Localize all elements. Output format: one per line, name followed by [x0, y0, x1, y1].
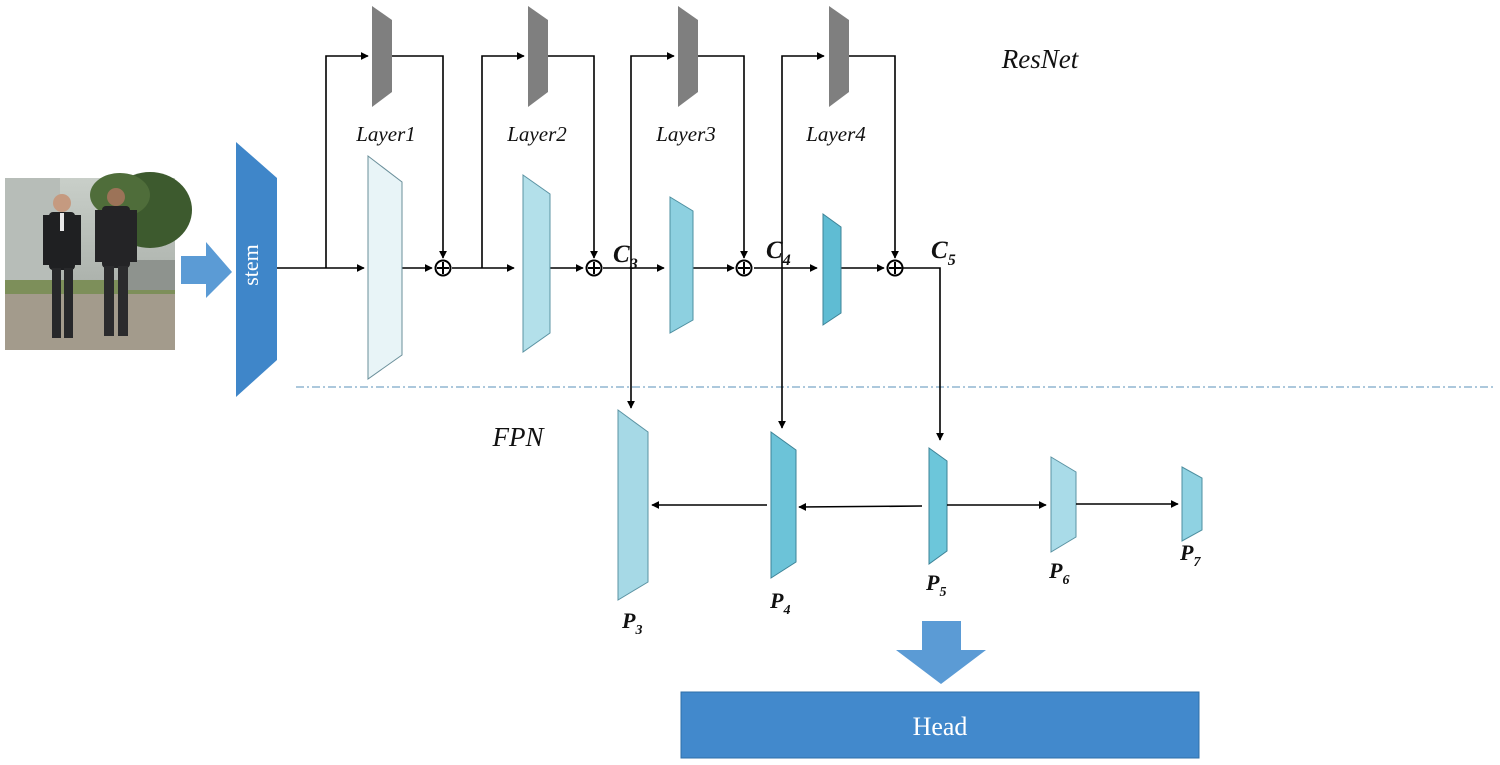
fpn-connections [651, 500, 1179, 511]
p4-label: P4 [769, 588, 790, 618]
p5-block [928, 447, 948, 565]
down-arrow-icon [896, 621, 986, 684]
layer3-residual-block [678, 6, 698, 107]
layer2-block [522, 174, 551, 353]
layer4-residual-block [829, 6, 849, 107]
layer2-residual-block [528, 6, 548, 107]
person-right [95, 188, 137, 336]
c5-label: C5 [931, 237, 956, 269]
lateral-connections [627, 267, 944, 441]
c3-label: C3 [613, 241, 638, 273]
layer3-block [669, 196, 694, 334]
resnet-label: ResNet [1001, 44, 1080, 74]
fpn-label: FPN [492, 422, 546, 452]
add-node-2 [585, 259, 603, 277]
p6-block [1050, 456, 1077, 553]
head-block [680, 691, 1200, 759]
layer4-label: Layer4 [805, 122, 866, 146]
add-node-1 [434, 259, 452, 277]
residual-branches [325, 52, 899, 268]
layer3-label: Layer3 [655, 122, 716, 146]
p5-label: P5 [925, 570, 946, 600]
p7-block [1181, 466, 1203, 542]
c4-label: C4 [766, 237, 791, 269]
layer2-label: Layer2 [506, 122, 567, 146]
p6-label: P6 [1048, 558, 1069, 588]
p3-label: P3 [621, 608, 642, 638]
p4-block [770, 431, 797, 579]
stem-label: stem [238, 244, 263, 286]
p7-label: P7 [1179, 540, 1201, 570]
layer1-block [367, 154, 403, 380]
input-image [5, 172, 192, 350]
layer1-residual-block [372, 6, 392, 107]
p3-block [617, 409, 649, 601]
person-left [43, 194, 81, 338]
add-node-4 [886, 259, 904, 277]
head-label: Head [913, 712, 968, 741]
layer1-label: Layer1 [355, 122, 416, 146]
layer4-block [822, 213, 842, 326]
input-arrow-icon [181, 242, 232, 298]
add-node-3 [735, 259, 753, 277]
stem-block [236, 142, 277, 397]
